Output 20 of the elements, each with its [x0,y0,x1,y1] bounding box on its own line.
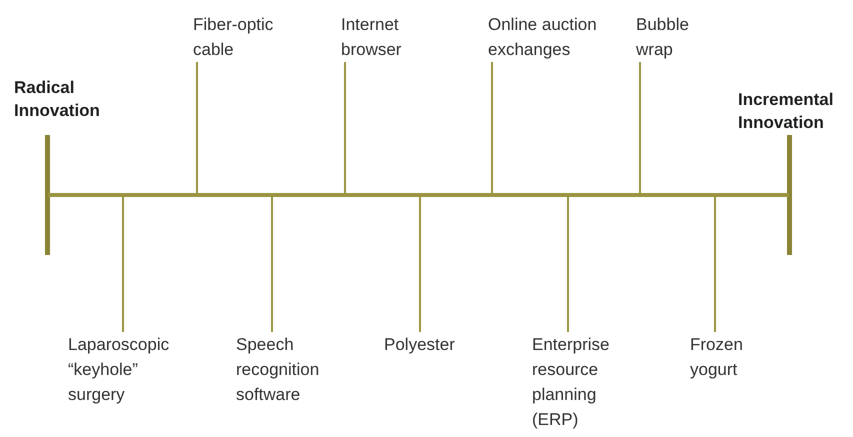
leader-line [491,62,493,193]
item-label: Enterprise resource planning (ERP) [532,334,610,431]
leader-line [344,62,346,193]
leader-line [271,197,273,332]
leader-line [196,62,198,193]
item-label: Frozen yogurt [690,334,744,381]
leader-line [122,197,124,332]
item-label: Polyester [384,334,456,356]
item-label: Laparoscopic “keyhole” surgery [68,334,170,406]
leader-line [419,197,421,332]
leader-line [567,197,569,332]
item-label: Online auction exchanges [488,14,598,61]
item-label: Internet browser [341,14,402,61]
item-label: Bubble wrap [636,14,690,61]
item-label: Fiber-optic cable [193,14,274,61]
item-label: Speech recognition software [236,334,320,406]
scale-end-label: Incremental Innovation [738,89,834,134]
scale-end-label: Radical Innovation [14,77,101,122]
leader-line [639,62,641,193]
leader-line [714,197,716,332]
